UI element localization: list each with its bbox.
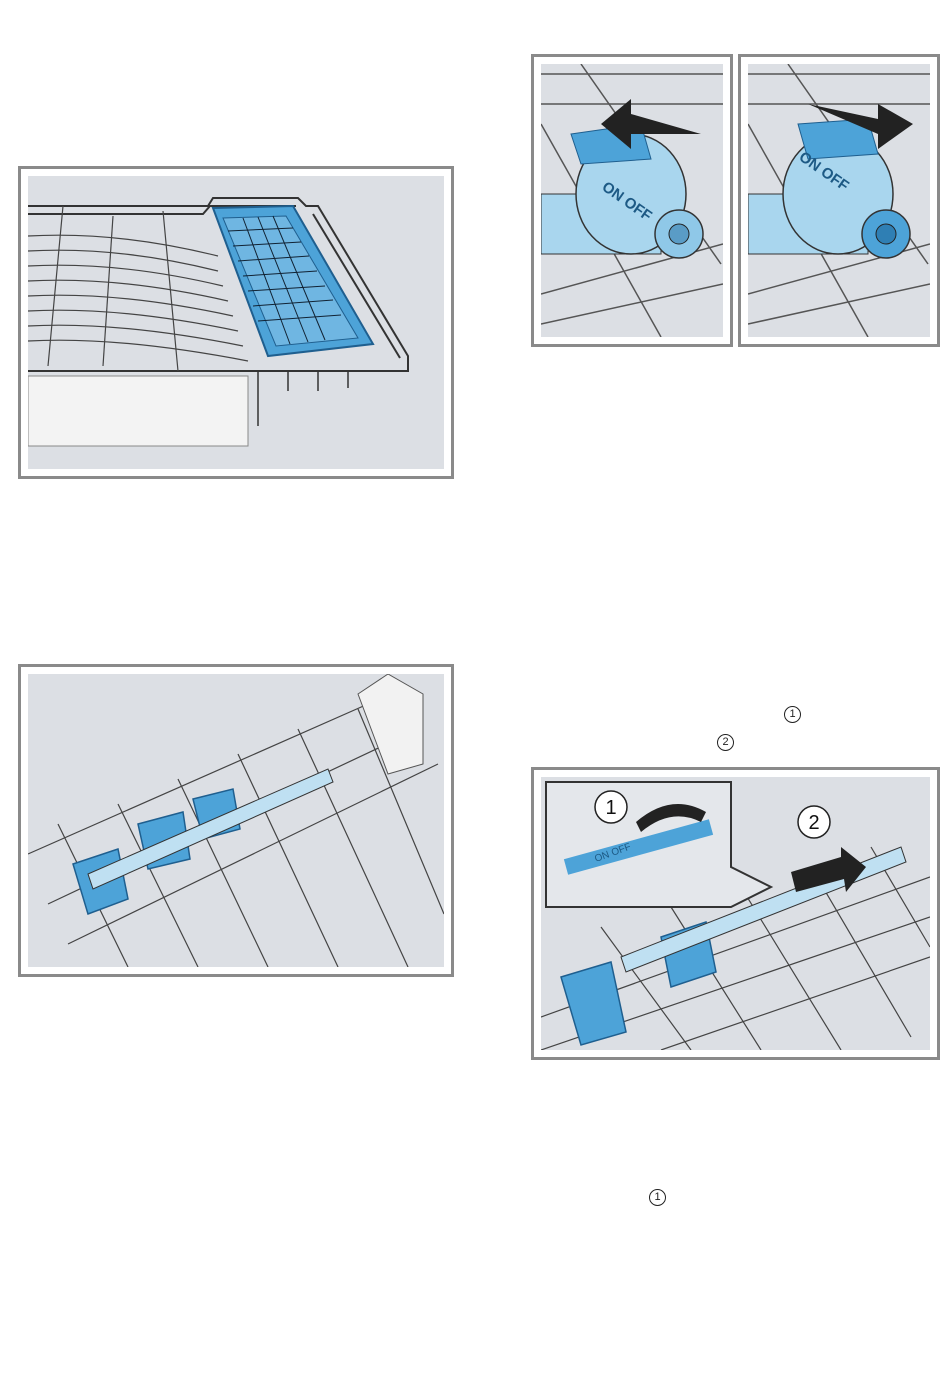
nozzle-off-figure: ON OFF xyxy=(738,54,940,347)
nozzle-on-figure: ON OFF xyxy=(531,54,733,347)
reference-marker-2: 2 xyxy=(717,734,734,751)
cutlery-tray xyxy=(213,206,373,356)
inset-detail: ON OFF 1 xyxy=(546,782,771,907)
nozzle-on-illustration: ON OFF xyxy=(541,64,723,337)
cutlery-tray-illustration xyxy=(28,176,444,469)
step-1-label: 1 xyxy=(605,797,616,819)
reference-marker-1b: 1 xyxy=(649,1189,666,1206)
spray-rail-figure xyxy=(18,664,454,977)
step-2-label: 2 xyxy=(808,812,819,834)
removal-illustration: ON OFF 1 2 xyxy=(541,777,930,1050)
cutlery-tray-figure xyxy=(18,166,454,479)
nozzle-off-illustration: ON OFF xyxy=(748,64,930,337)
removal-figure: ON OFF 1 2 xyxy=(531,767,940,1060)
spray-rail-illustration xyxy=(28,674,444,967)
reference-marker-1: 1 xyxy=(784,706,801,723)
